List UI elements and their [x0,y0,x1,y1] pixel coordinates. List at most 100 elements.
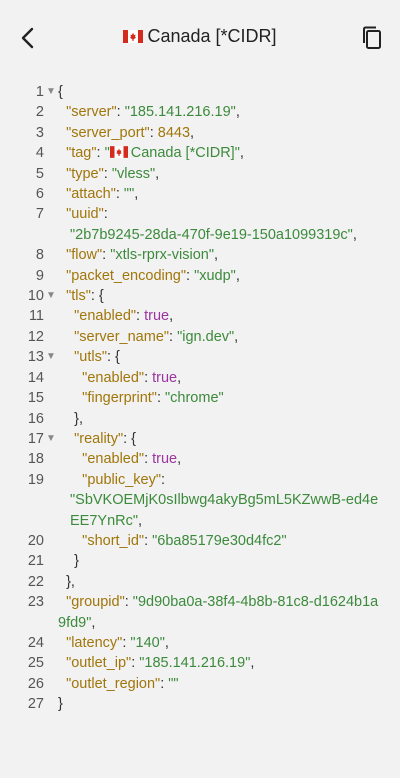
fold-arrow-icon[interactable]: ▼ [46,290,56,302]
line-number: 13 [27,349,44,366]
line-number: 1 [35,84,44,100]
line-number: 24 [27,634,44,651]
fold-arrow-icon[interactable]: ▼ [46,351,56,363]
json-key: "enabled" [82,369,145,386]
json-value: true [144,308,170,325]
line-number: 3 [35,124,44,141]
json-value: "xtls-rprx-vision" [110,247,214,264]
json-value: "185.141.216.19" [124,104,236,121]
json-key: "public_key" [82,471,161,488]
json-key: "latency" [66,634,123,651]
line-number: 21 [27,553,44,570]
line-number: 26 [27,675,44,692]
code-line: 6 "attach": "", [0,184,400,204]
code-line: 26 "outlet_region": "" [0,674,400,694]
json-value: "6ba85179e30d4fc2" [152,532,287,549]
line-number: 7 [35,206,44,223]
line-number: 5 [35,165,44,182]
code-line: 4 "tag": "Canada [*CIDR]", [0,143,400,163]
json-key: "outlet_ip" [66,655,132,672]
code-line: 17 ▼ "reality": { [0,429,400,449]
back-button[interactable] [10,20,46,56]
json-key: "type" [66,165,104,182]
json-value: "" [123,186,135,203]
json-value: "185.141.216.19" [139,655,251,672]
json-value: "9d90ba0a-38f4-4b8b-81c8-d1624b1a9fd9" [58,594,379,631]
canada-flag-icon [109,146,128,159]
json-value: true [152,451,178,468]
code-line: 15 "fingerprint": "chrome" [0,388,400,408]
code-line: 18 "enabled": true, [0,449,400,469]
code-line: 16 }, [0,409,400,429]
json-viewer: 1 ▼ { 2 "server": "185.141.216.19", 3 "s… [0,82,400,715]
json-value: "SbVKOEMjK0sIlbwg4akyBg5mL5KZwwB-ed4eEE7… [70,492,379,529]
code-line: 21 } [0,551,400,571]
line-number: 14 [27,369,44,386]
code-line: 23 "groupid": "9d90ba0a-38f4-4b8b-81c8-d… [0,592,400,633]
json-key: "server_port" [66,124,150,141]
code-line: 1 ▼ { [0,82,400,102]
line-number: 20 [27,532,44,549]
json-value: true [152,369,178,386]
code-line: 9 "packet_encoding": "xudp", [0,266,400,286]
json-value: "140" [130,634,165,651]
line-number: 27 [27,696,44,713]
copy-button[interactable] [354,20,390,56]
fold-arrow-icon[interactable]: ▼ [46,86,56,97]
json-value: "" [168,675,179,692]
json-key: "flow" [66,247,103,264]
code-line: 11 "enabled": true, [0,306,400,326]
line-number: 8 [35,247,44,264]
json-value: "2b7b9245-28da-470f-9e19-150a1099319c" [70,226,353,243]
copy-icon [363,26,381,49]
line-number: 6 [35,186,44,203]
line-number: 4 [35,145,44,162]
line-number: 23 [27,594,44,611]
line-number: 9 [35,267,44,284]
json-key: "enabled" [82,451,145,468]
line-number: 15 [27,390,44,407]
code-line: 8 "flow": "xtls-rprx-vision", [0,245,400,265]
json-value: "chrome" [165,390,224,407]
code-line: 22 }, [0,572,400,592]
app-bar: Canada [*CIDR] [0,0,400,72]
code-line: 3 "server_port": 8443, [0,123,400,143]
json-value: "ign.dev" [177,328,235,345]
code-line: 10 ▼ "tls": { [0,286,400,306]
json-key: "enabled" [74,308,137,325]
json-value: "vless" [111,165,156,182]
line-number: 10 [27,288,44,305]
json-key: "uuid" [66,206,104,223]
code-line: 7 "uuid": [0,204,400,224]
json-key: "server_name" [74,328,170,345]
code-line: 20 "short_id": "6ba85179e30d4fc2" [0,531,400,551]
json-key: "fingerprint" [82,390,157,407]
line-number: 17 [27,430,44,447]
code-line: 13 ▼ "utls": { [0,347,400,367]
json-key: "attach" [66,186,116,203]
json-key: "outlet_region" [66,675,161,692]
line-number: 2 [35,104,44,121]
code-line: 12 "server_name": "ign.dev", [0,327,400,347]
line-number: 25 [27,655,44,672]
json-key: "server" [66,104,117,121]
line-number: 16 [27,410,44,427]
code-line-wrap: "SbVKOEMjK0sIlbwg4akyBg5mL5KZwwB-ed4eEE7… [70,492,379,529]
json-value: 8443 [157,124,191,141]
chevron-left-icon [21,27,34,49]
fold-arrow-icon[interactable]: ▼ [46,432,56,444]
line-number: 12 [27,328,44,345]
json-value: "xudp" [194,267,236,284]
code-line: 24 "latency": "140", [0,633,400,653]
line-number: 22 [27,573,44,590]
code-line: 2 "server": "185.141.216.19", [0,102,400,122]
page-title: Canada [*CIDR] [0,26,400,47]
json-value: Canada [*CIDR]" [130,145,240,162]
json-key: "reality" [74,430,124,447]
code-line: 19 "public_key": [0,470,400,490]
line-number: 18 [27,451,44,468]
code-line: 14 "enabled": true, [0,368,400,388]
page-title-text: Canada [*CIDR] [147,26,277,46]
code-line-wrap: "2b7b9245-28da-470f-9e19-150a1099319c", [70,226,357,243]
line-number: 19 [27,471,44,488]
